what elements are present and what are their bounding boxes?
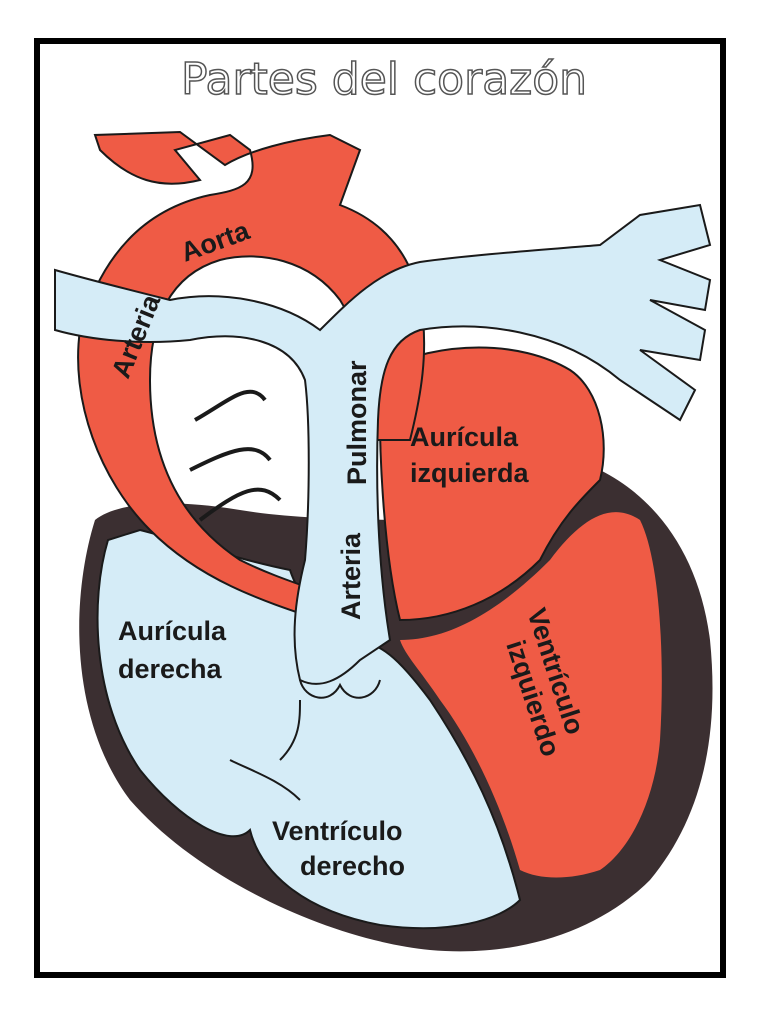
septum-line xyxy=(229,699,301,801)
label-auricula-izquierda-2: izquierda xyxy=(410,458,530,488)
label-arteria-pulmonar-2: Pulmonar xyxy=(342,360,372,485)
left-atrium xyxy=(378,346,605,622)
pulmonary-valve xyxy=(299,679,381,699)
label-arteria-pulmonar-1: Arteria xyxy=(336,532,366,620)
title-area: Partes del corazón xyxy=(180,53,588,106)
vein-lines xyxy=(189,389,282,522)
left-ventricle xyxy=(400,512,662,878)
label-auricula-derecha-1: Aurícula xyxy=(118,616,227,646)
label-ventriculo-derecho-2: derecho xyxy=(300,851,405,881)
label-auricula-izquierda-1: Aurícula xyxy=(410,422,519,452)
pulmonary-artery xyxy=(54,203,712,685)
label-ventriculo-derecho-1: Ventrículo xyxy=(272,816,403,846)
label-auricula-derecha-2: derecha xyxy=(118,654,223,684)
page-title: Partes del corazón xyxy=(181,54,587,105)
